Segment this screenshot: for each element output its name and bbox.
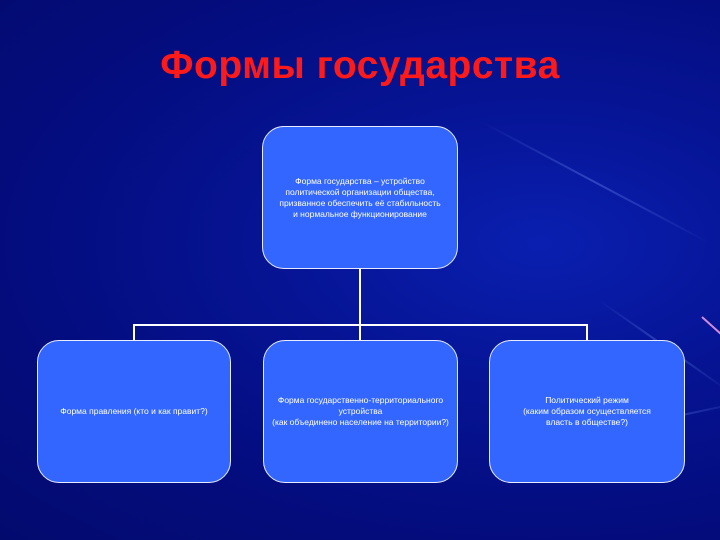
- political-regime-text: Политический режим (каким образом осущес…: [523, 395, 651, 427]
- background-streak: [479, 120, 711, 244]
- territorial-structure-box: Форма государственно-территориального ус…: [263, 340, 458, 483]
- root-definition-text: Форма государства – устройство политичес…: [279, 175, 441, 219]
- connector-root-vertical: [359, 268, 361, 341]
- connector-right-drop: [586, 324, 588, 341]
- form-of-government-text: Форма правления (кто и как правит?): [60, 406, 208, 416]
- political-regime-box: Политический режим (каким образом осущес…: [489, 340, 685, 483]
- connector-left-drop: [133, 324, 135, 341]
- territorial-structure-text: Форма государственно-территориального ус…: [272, 395, 449, 427]
- slide-title: Формы государства: [160, 44, 560, 87]
- connector-horizontal: [133, 324, 588, 326]
- decorative-accent-line: [701, 316, 720, 336]
- form-of-government-box: Форма правления (кто и как правит?): [37, 340, 231, 483]
- root-definition-box: Форма государства – устройство политичес…: [262, 126, 458, 269]
